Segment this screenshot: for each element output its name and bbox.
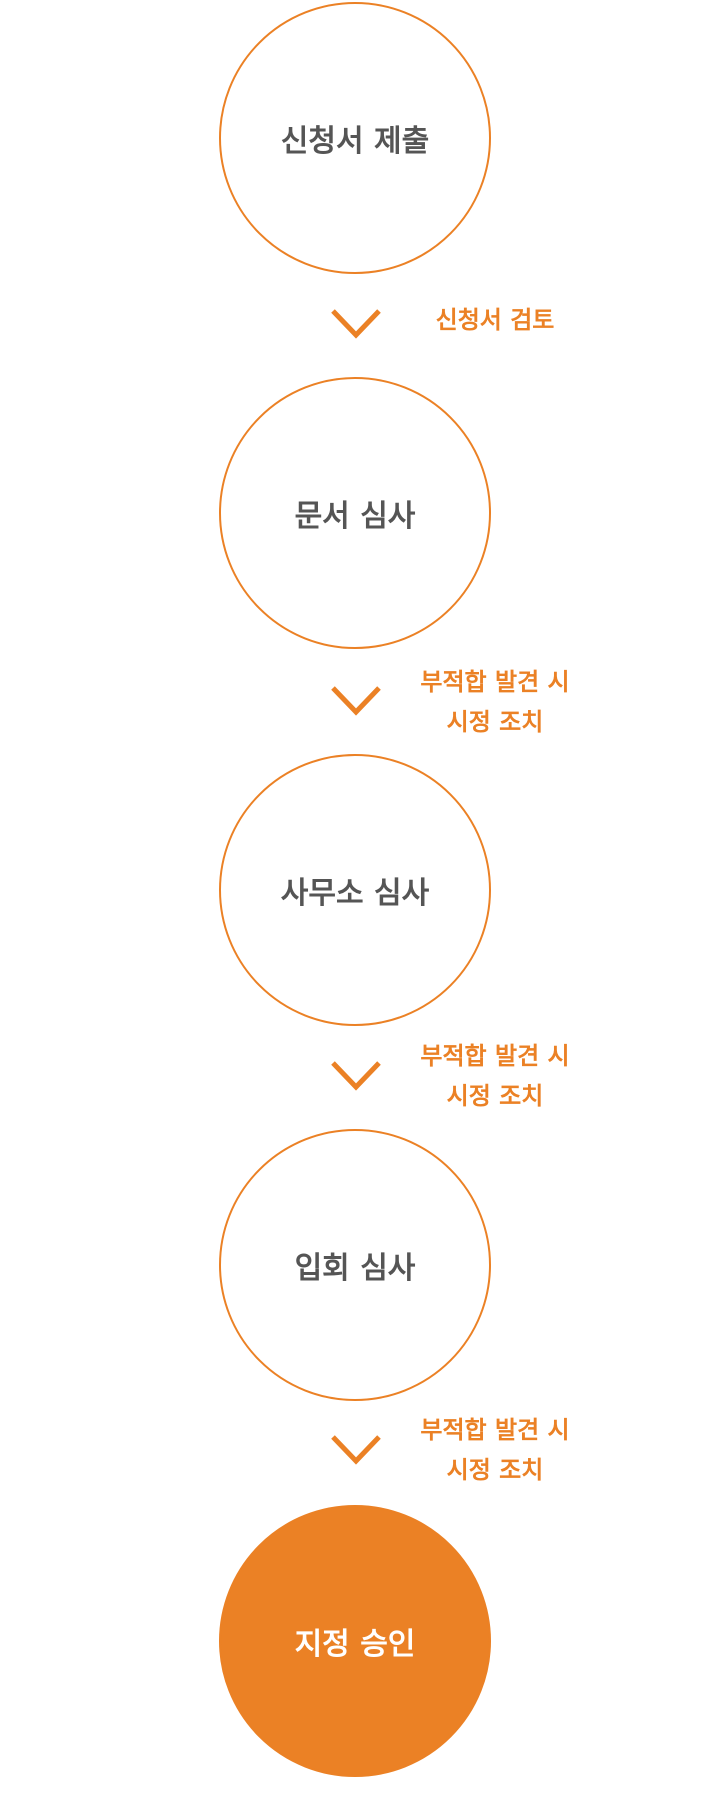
- transition-label: 신청서 검토: [405, 300, 585, 340]
- chevron-down-icon: [331, 1435, 381, 1465]
- step-witness-review: 입회 심사: [219, 1129, 491, 1401]
- step-application-submission: 신청서 제출: [219, 2, 491, 274]
- transition-line2: 시정 조치: [446, 708, 544, 736]
- transition-line1: 부적합 발견 시: [420, 1416, 570, 1444]
- step-label: 사무소 심사: [280, 876, 430, 911]
- step-label: 지정 승인: [294, 1627, 416, 1662]
- step-label: 신청서 제출: [280, 124, 430, 159]
- transition-line1: 신청서 검토: [435, 306, 555, 334]
- step-designation-approval: 지정 승인: [219, 1505, 491, 1777]
- step-office-review: 사무소 심사: [219, 754, 491, 1026]
- transition-line2: 시정 조치: [446, 1082, 544, 1110]
- chevron-down-icon: [331, 1061, 381, 1091]
- chevron-down-icon: [331, 686, 381, 716]
- transition-line2: 시정 조치: [446, 1456, 544, 1484]
- step-label: 입회 심사: [294, 1251, 416, 1286]
- chevron-down-icon: [331, 309, 381, 339]
- transition-line1: 부적합 발견 시: [420, 668, 570, 696]
- transition-line1: 부적합 발견 시: [420, 1042, 570, 1070]
- step-label: 문서 심사: [294, 499, 416, 534]
- step-document-review: 문서 심사: [219, 377, 491, 649]
